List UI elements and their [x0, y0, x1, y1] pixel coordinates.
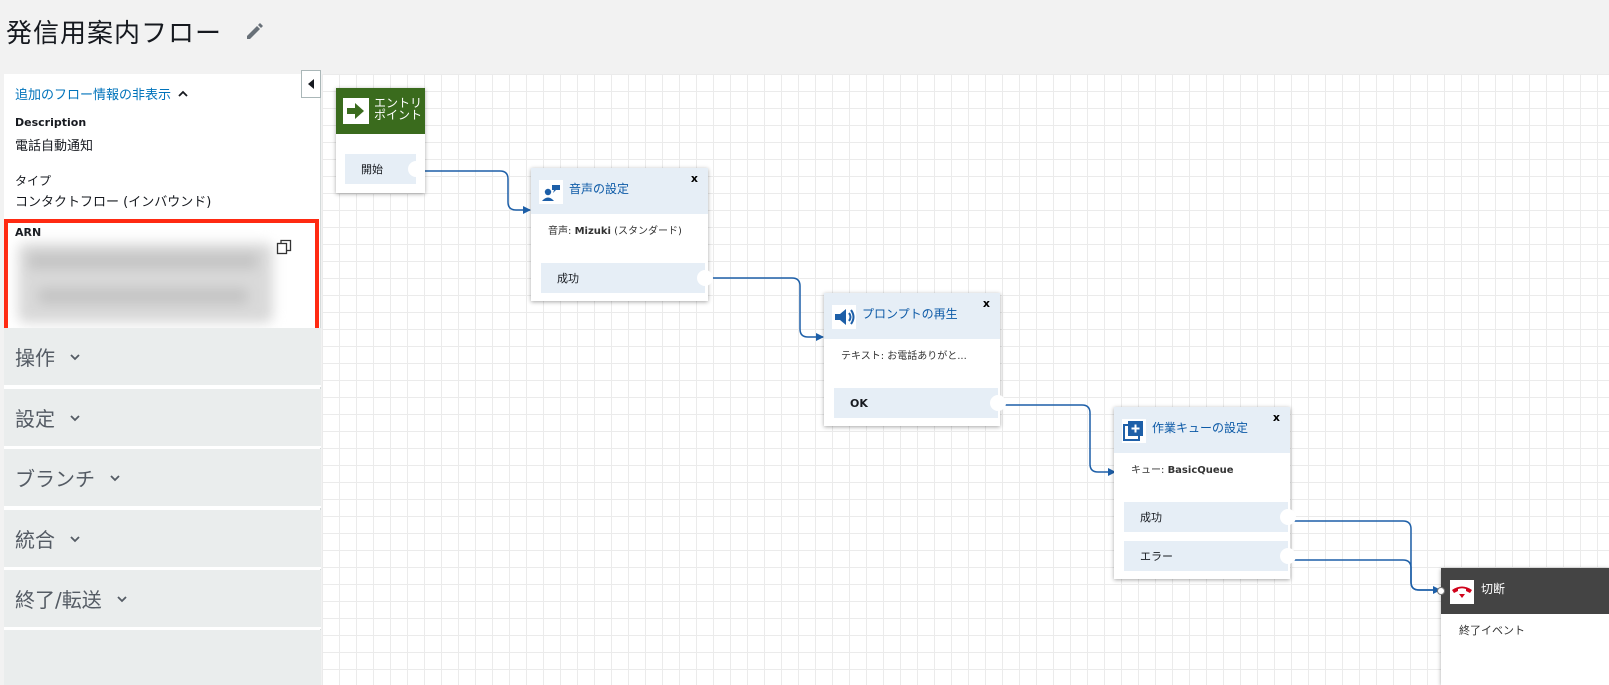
branch-label: 開始	[361, 163, 383, 176]
block-header: 切断	[1441, 568, 1609, 614]
speaker-icon	[832, 305, 856, 329]
disconnect-block[interactable]: 切断 終了イベント	[1437, 568, 1609, 685]
section-label: 終了/転送	[15, 588, 102, 612]
arn-highlight-box: ARN	[4, 219, 319, 332]
caret-left-icon	[308, 79, 314, 89]
branch-start[interactable]: 開始	[345, 154, 424, 184]
voice-settings-icon	[539, 180, 563, 204]
block-description: 終了イベント	[1459, 624, 1525, 637]
chevron-down-icon	[70, 414, 80, 421]
block-header: 作業キューの設定 x	[1114, 407, 1290, 453]
block-header: 音声の設定 x	[531, 168, 708, 214]
toggle-info-label: 追加のフロー情報の非表示	[15, 88, 172, 103]
block-title: プロンプトの再生	[862, 307, 958, 321]
branch-label: OK	[850, 396, 868, 410]
hang-up-phone-icon	[1450, 580, 1474, 604]
flow-designer-canvas[interactable]: エントリポイント 開始 音声の設定 x 音声: Mizuki (スタンダード) …	[322, 74, 1609, 685]
close-block-button[interactable]: x	[982, 297, 990, 310]
entry-point-header: エントリポイント	[336, 88, 425, 134]
wire-queue-error-to-disconnect	[1287, 559, 1440, 591]
section-label: 操作	[15, 346, 55, 370]
set-working-queue-block[interactable]: 作業キューの設定 x キュー: BasicQueue 成功 エラー	[1114, 407, 1296, 579]
wire-voice-to-prompt	[705, 277, 824, 341]
chevron-down-icon	[117, 595, 127, 602]
section-label: 設定	[15, 407, 55, 431]
block-title: 切断	[1481, 582, 1506, 596]
close-block-button[interactable]: x	[1272, 411, 1280, 424]
output-port[interactable]	[1280, 509, 1296, 525]
section-label: ブランチ	[15, 467, 95, 491]
flow-info-sidebar: 追加のフロー情報の非表示 Description 電話自動通知 タイプ コンタク…	[4, 70, 321, 685]
block-description: キュー: BasicQueue	[1131, 465, 1234, 476]
section-label: 統合	[15, 528, 55, 552]
wire-prompt-to-queue	[997, 404, 1116, 476]
set-voice-block[interactable]: 音声の設定 x 音声: Mizuki (スタンダード) 成功	[531, 168, 713, 301]
branch-ok[interactable]: OK	[834, 388, 1006, 418]
type-label: タイプ	[15, 174, 52, 188]
collapse-sidebar-button[interactable]	[301, 70, 321, 98]
hide-additional-info-toggle[interactable]: 追加のフロー情報の非表示	[15, 84, 189, 103]
sidebar-footer	[4, 630, 321, 685]
description-value: 電話自動通知	[15, 139, 94, 154]
block-description: 音声: Mizuki (スタンダード)	[548, 226, 682, 237]
arn-value-redacted	[18, 243, 273, 323]
branch-label: 成功	[1140, 511, 1162, 524]
block-title: 作業キューの設定	[1152, 421, 1249, 435]
branch-success[interactable]: 成功	[1124, 502, 1296, 532]
pencil-edit-icon[interactable]	[244, 20, 266, 42]
section-settings[interactable]: 設定	[4, 389, 321, 448]
block-title: 音声の設定	[569, 182, 630, 196]
output-port[interactable]	[990, 395, 1006, 411]
output-port[interactable]	[697, 270, 713, 286]
section-branch[interactable]: ブランチ	[4, 449, 321, 508]
output-port[interactable]	[408, 161, 424, 177]
play-prompt-block[interactable]: プロンプトの再生 x テキスト: お電話ありがと... OK	[824, 293, 1006, 426]
branch-error[interactable]: エラー	[1124, 541, 1296, 571]
input-port[interactable]	[1437, 587, 1445, 595]
chevron-down-icon	[110, 474, 120, 481]
connection-wires	[422, 170, 1441, 594]
page-title: 発信用案内フロー	[6, 18, 223, 49]
output-port[interactable]	[1280, 548, 1296, 564]
section-terminate-transfer[interactable]: 終了/転送	[4, 570, 321, 629]
chevron-down-icon	[70, 353, 80, 360]
entry-point-block[interactable]: エントリポイント 開始	[336, 88, 425, 193]
branch-success[interactable]: 成功	[541, 263, 713, 293]
arn-label: ARN	[15, 226, 42, 239]
branch-label: 成功	[557, 272, 579, 285]
type-value: コンタクトフロー (インバウンド)	[15, 195, 212, 210]
section-integrate[interactable]: 統合	[4, 510, 321, 569]
description-label: Description	[15, 116, 87, 129]
section-actions[interactable]: 操作	[4, 328, 321, 387]
close-block-button[interactable]: x	[690, 172, 698, 185]
wire-entry-to-voice	[422, 170, 531, 214]
chevron-down-icon	[70, 535, 80, 542]
page-header: 発信用案内フロー	[0, 0, 1609, 62]
copy-icon[interactable]	[276, 239, 292, 255]
wire-queue-success-to-disconnect	[1287, 520, 1441, 594]
block-description: テキスト: お電話ありがと...	[841, 351, 967, 362]
block-header: プロンプトの再生 x	[824, 293, 1000, 339]
entry-point-title: エントリポイント	[374, 97, 423, 122]
add-queue-icon	[1122, 419, 1146, 443]
arrow-right-icon	[343, 98, 369, 124]
branch-label: エラー	[1140, 550, 1173, 563]
chevron-up-icon	[178, 90, 188, 97]
